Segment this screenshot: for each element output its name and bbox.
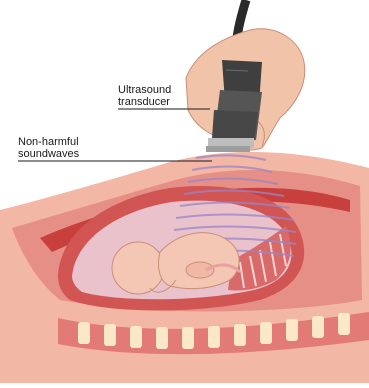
soundwaves-label-line2: soundwaves (18, 148, 79, 160)
transducer-label: Ultrasound transducer (118, 84, 171, 108)
transducer-label-line1: Ultrasound (118, 84, 171, 96)
soundwaves-label-line1: Non-harmful (18, 136, 79, 148)
transducer-label-line2: transducer (118, 96, 171, 108)
soundwaves-label: Non-harmful soundwaves (18, 136, 79, 160)
